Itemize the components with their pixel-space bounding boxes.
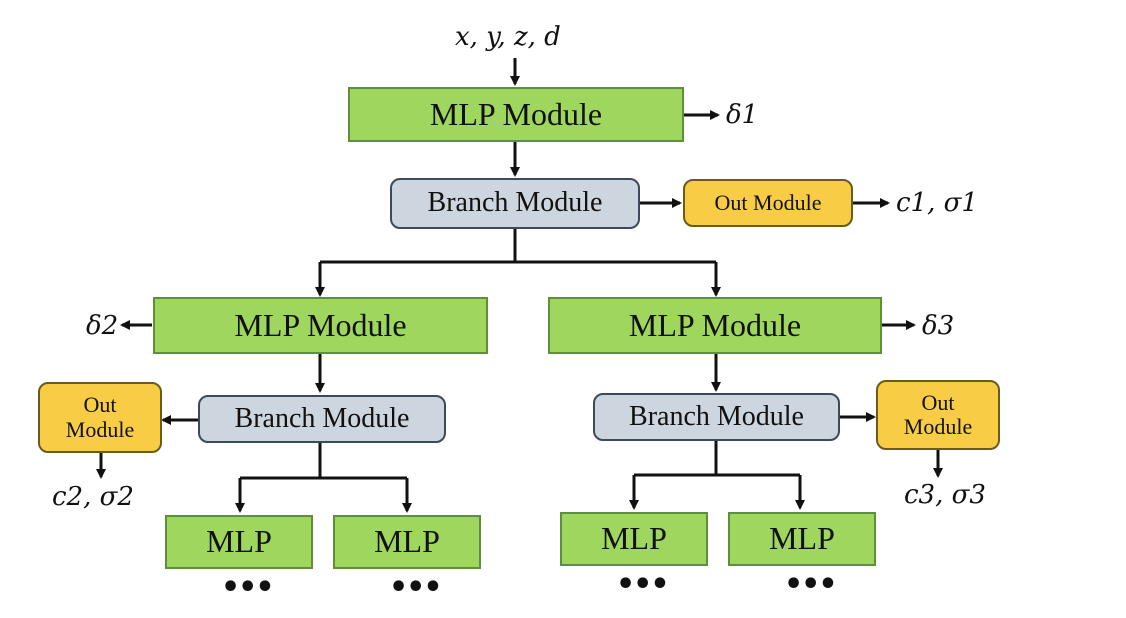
right-child-mlp-2-label: MLP (769, 520, 835, 557)
left-out-label-line1: Out (83, 392, 117, 418)
c1-sigma1-output: c1, σ1 (896, 188, 978, 218)
left-mlp-module: MLP Module (153, 297, 488, 354)
root-branch-label: Branch Module (427, 187, 603, 219)
left-out-module: Out Module (38, 382, 162, 453)
root-mlp-module: MLP Module (348, 87, 684, 142)
left-branch-label: Branch Module (234, 402, 410, 434)
right-child-mlp-2: MLP (728, 512, 876, 566)
left-child-mlp-2: MLP (333, 515, 481, 569)
right-mlp-label: MLP Module (628, 306, 802, 343)
right-out-label-line1: Out (921, 389, 955, 415)
root-branch-module: Branch Module (390, 178, 640, 229)
right-branch-module: Branch Module (593, 393, 840, 441)
right-out-label-line2: Module (903, 414, 973, 439)
right-child-2-ellipsis: ••• (784, 567, 838, 602)
root-mlp-label: MLP Module (429, 95, 603, 132)
right-branch-label: Branch Module (629, 400, 804, 432)
delta1-output: δ1 (726, 100, 759, 130)
left-mlp-label: MLP Module (234, 306, 407, 343)
c2-sigma2-output: c2, σ2 (52, 482, 134, 512)
left-child-2-ellipsis: ••• (389, 570, 443, 605)
root-out-label: Out Module (714, 189, 822, 215)
right-child-mlp-1: MLP (560, 512, 708, 566)
right-out-module: Out Module (876, 380, 1000, 450)
right-child-mlp-1-label: MLP (601, 520, 667, 557)
root-out-module: Out Module (683, 179, 853, 227)
left-out-label-line2: Module (65, 416, 135, 442)
delta3-output: δ3 (922, 311, 955, 341)
left-child-1-ellipsis: ••• (221, 570, 275, 605)
left-branch-module: Branch Module (198, 395, 446, 443)
left-child-mlp-2-label: MLP (374, 523, 440, 560)
right-child-1-ellipsis: ••• (616, 567, 670, 602)
right-mlp-module: MLP Module (548, 297, 882, 354)
input-label: x, y, z, d (455, 22, 561, 52)
left-child-mlp-1-label: MLP (206, 523, 272, 560)
left-child-mlp-1: MLP (165, 515, 313, 569)
delta2-output: δ2 (86, 311, 119, 341)
c3-sigma3-output: c3, σ3 (904, 480, 986, 510)
